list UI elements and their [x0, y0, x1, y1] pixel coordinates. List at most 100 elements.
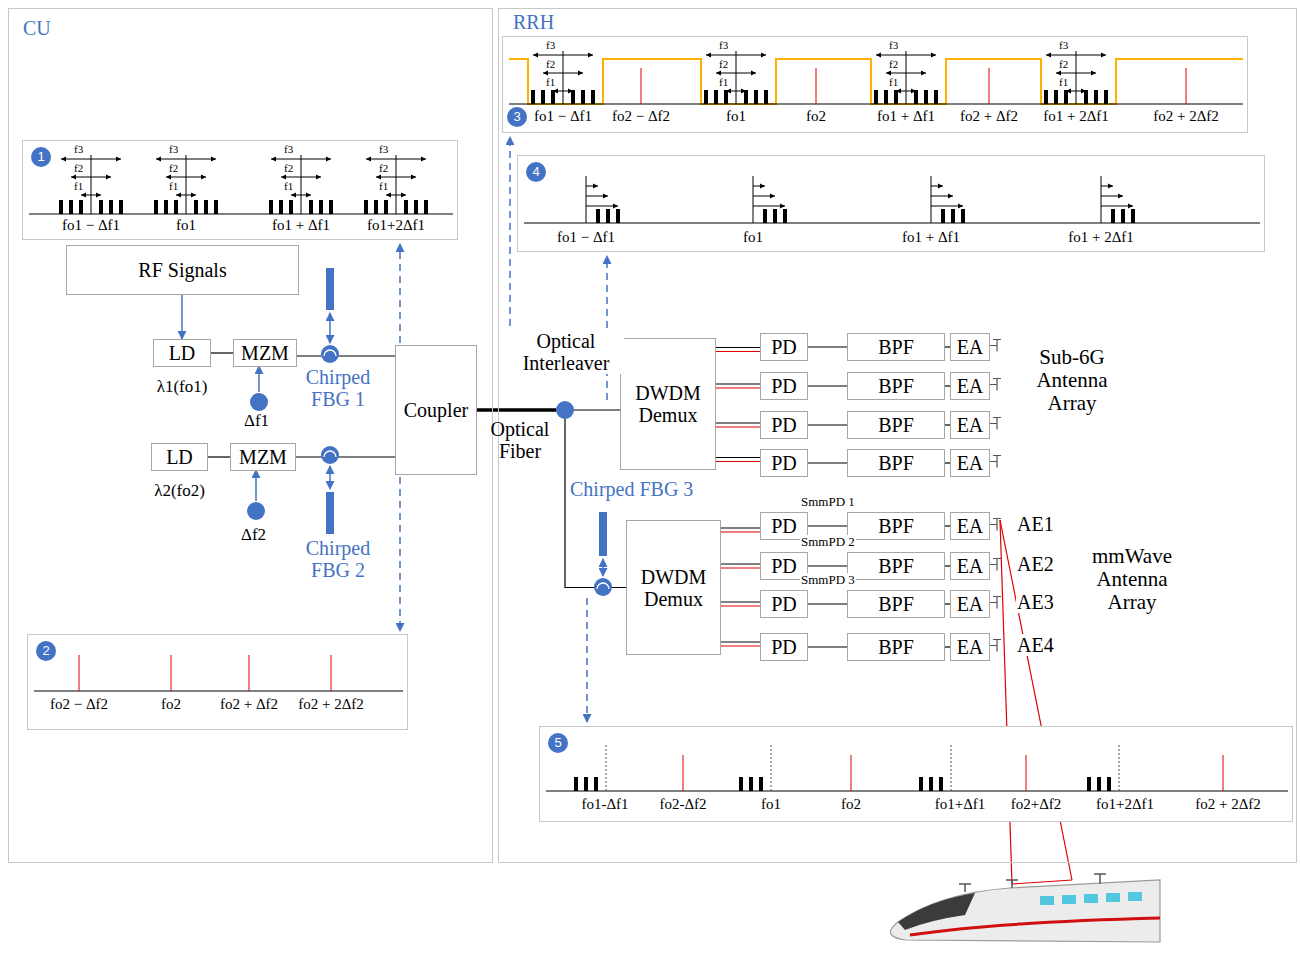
annotation-label: Optical Interleaver	[508, 330, 624, 374]
spectrum-line	[1076, 51, 1077, 104]
arrow-head	[761, 53, 766, 58]
spectrum-line	[989, 68, 990, 104]
spectrum-line	[524, 223, 1260, 224]
carrier-bar	[1121, 209, 1125, 223]
node-text: DWDM Demux	[621, 382, 715, 426]
rf-drive	[258, 366, 260, 392]
train-nose	[898, 893, 975, 930]
spectrum-inset: 4fo1 − Δf1fo1fo1 + Δf1fo1 + 2Δf1	[517, 155, 1265, 252]
carrier-bar	[951, 209, 955, 223]
node-text: PD	[771, 636, 797, 658]
antenna-symbol	[990, 340, 1001, 352]
fiber-line	[721, 528, 760, 529]
tone-label: f1	[1059, 76, 1068, 89]
carrier-bar	[616, 209, 620, 223]
spectrum-line	[79, 655, 80, 691]
carrier-bar	[309, 200, 313, 214]
arrow-head	[326, 157, 331, 162]
carrier-bar	[581, 90, 585, 104]
tone-label: f1	[379, 180, 388, 193]
frequency-label: fo2-Δf2	[659, 795, 706, 813]
node-text: EA	[957, 593, 984, 615]
frequency-label: fo2 − Δf2	[612, 107, 670, 125]
annotation-label: Chirped FBG 1	[298, 366, 378, 410]
tone-label: f2	[889, 58, 898, 71]
carrier-bar	[214, 200, 218, 214]
connector	[211, 352, 233, 353]
tone-label: f2	[74, 162, 83, 175]
spectrum-inset: 5fo1-Δf1fo2-Δf2fo1fo2fo1+Δf1fo2+Δf2fo1+2…	[539, 726, 1293, 822]
carrier-bar	[329, 200, 333, 214]
connector	[808, 462, 847, 463]
spectrum-line	[301, 155, 302, 214]
spectrum-line	[91, 155, 92, 214]
arrow-head	[770, 194, 775, 199]
arrow-head	[116, 157, 121, 162]
process-box: BPF	[847, 449, 945, 477]
arrow-head	[96, 193, 101, 198]
connector	[297, 355, 395, 356]
arrow-head	[401, 193, 406, 198]
spectrum-line	[706, 55, 766, 56]
callout-number: 3	[507, 107, 527, 127]
process-box: EA	[950, 333, 990, 361]
carrier-bar	[1064, 90, 1068, 104]
arrow-head	[706, 53, 711, 58]
process-box: EA	[950, 449, 990, 477]
arrow-head	[751, 71, 756, 76]
node-text: BPF	[878, 375, 914, 397]
fbg-parts	[247, 268, 612, 596]
spectrum-line	[34, 691, 403, 692]
spectrum-line	[906, 51, 907, 104]
carrier-bar	[99, 200, 103, 214]
spectrum-line	[1101, 176, 1102, 223]
spectrum-line	[281, 177, 321, 178]
tone-label: f3	[74, 143, 83, 156]
process-box: PD	[760, 633, 808, 661]
carrier-bar	[1104, 90, 1108, 104]
antenna-symbol	[990, 597, 1001, 609]
tone-label: f3	[379, 143, 388, 156]
node-text: BPF	[878, 515, 914, 537]
spectrum-line	[1056, 73, 1096, 74]
annotation-label: AE2	[1016, 553, 1055, 575]
tone-label: f2	[1059, 58, 1068, 71]
frequency-label: fo2	[806, 107, 826, 125]
fiber-pair	[716, 384, 760, 388]
spectrum-line	[376, 177, 416, 178]
train-body	[890, 880, 1160, 942]
train-window	[1062, 895, 1076, 904]
spectrum-line	[186, 155, 187, 214]
circulator-arc	[324, 350, 336, 356]
spectrum-line	[951, 745, 952, 791]
frequency-label: fo1 − Δf1	[62, 216, 120, 234]
fiber-pair	[716, 423, 760, 427]
spectrum-line	[1223, 755, 1224, 791]
arrow-head	[156, 157, 161, 162]
node-text: BPF	[878, 555, 914, 577]
spectrum-line	[683, 755, 684, 791]
carrier-bar	[939, 777, 943, 791]
fiber-line	[716, 351, 760, 352]
carrier-bar	[79, 200, 83, 214]
arrow-head	[1118, 194, 1123, 199]
arrow-head	[613, 204, 618, 209]
arrow-head	[376, 175, 381, 180]
arrow-head	[1056, 71, 1061, 76]
wavelength-label: λ2(fo2)	[154, 482, 205, 501]
spectrum-line	[606, 745, 607, 791]
fiber-pair	[721, 564, 760, 568]
arrow-head	[71, 175, 76, 180]
spectrum-line	[876, 55, 936, 56]
arrow-head	[191, 193, 196, 198]
arrow-head	[211, 157, 216, 162]
connector	[808, 603, 847, 604]
beam-line	[1000, 520, 1072, 880]
carrier-bar	[551, 90, 555, 104]
spectrum-line	[1026, 755, 1027, 791]
arrow-head	[603, 194, 608, 199]
process-box: EA	[950, 411, 990, 439]
train-stripe	[910, 918, 1160, 935]
frequency-label: fo2+Δf2	[1011, 795, 1062, 813]
frequency-label: fo1	[176, 216, 196, 234]
